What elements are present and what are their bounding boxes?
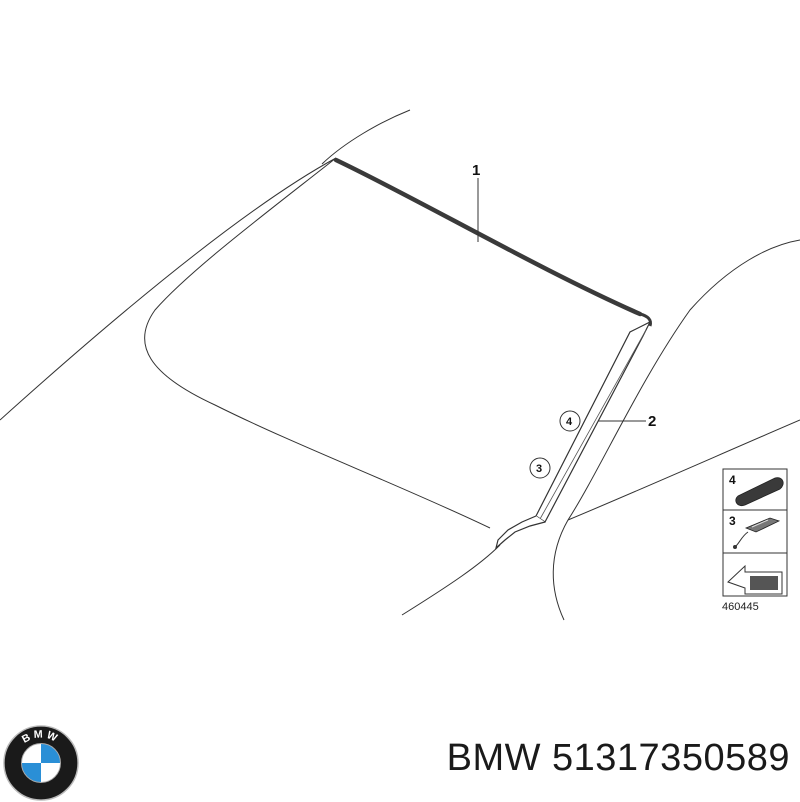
car-body-outline: [0, 109, 800, 621]
hood-left-edge: [0, 157, 337, 421]
logo-blue-quadrant-2: [21, 763, 41, 783]
hood-front-line: [401, 544, 501, 616]
clip-wire: [735, 531, 749, 547]
a-pillar-inner-line: [539, 329, 647, 520]
side-window-outline: [567, 239, 800, 521]
arrow-shading: [750, 576, 778, 590]
circled-callout-3: 3: [529, 457, 551, 479]
callout-1: 1: [472, 162, 480, 179]
logo-blue-quadrant-1: [41, 743, 61, 763]
a-pillar-lower-clip: [494, 515, 546, 550]
trim-corner: [639, 312, 652, 327]
clip-detail: [751, 519, 769, 528]
callout-2: 2: [648, 413, 656, 430]
clip-icon: [733, 517, 781, 549]
side-window-lower: [567, 419, 800, 521]
leader-lines: [477, 178, 646, 422]
logo-text: BMW: [20, 728, 62, 745]
windshield-outline: [144, 157, 491, 529]
top-windshield-trim: [333, 157, 643, 317]
callout-4-circle: [559, 410, 581, 432]
circled-callout-4: 4: [559, 410, 581, 432]
roof-line: [321, 109, 411, 165]
legend-item-4-number: 4: [729, 473, 736, 487]
seal-strip-icon: [735, 477, 784, 507]
logo-inner-ring: [21, 743, 61, 783]
door-line: [552, 519, 569, 621]
reference-code: 460445: [722, 601, 759, 613]
part-number-label: BMW 51317350589: [446, 737, 790, 779]
callout-4-number: 4: [566, 416, 573, 428]
callout-3-circle: [529, 457, 551, 479]
clip-pin: [733, 545, 737, 549]
bmw-logo-icon: BMW: [3, 725, 79, 801]
legend-item-3-number: 3: [729, 514, 736, 528]
callout-3-number: 3: [536, 463, 542, 475]
clip-body: [744, 517, 781, 533]
legend-box: 4 3 460445: [722, 468, 788, 613]
